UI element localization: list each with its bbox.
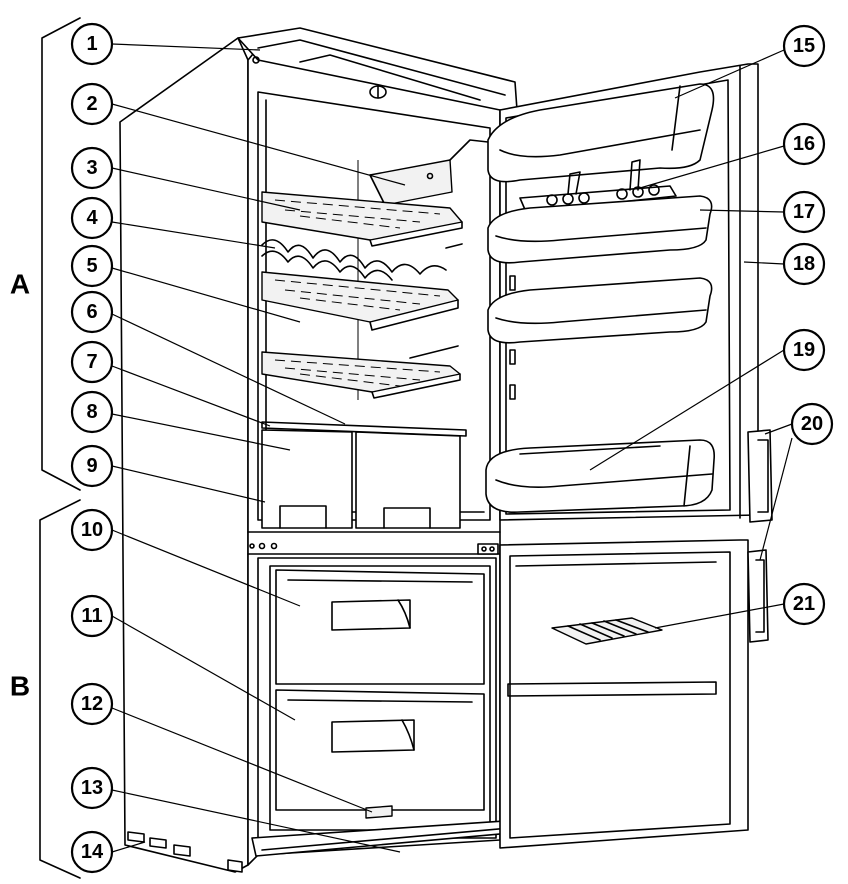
callout-20: 20 (790, 402, 834, 446)
callout-number: 19 (793, 339, 815, 361)
callout-9: 9 (70, 444, 114, 488)
callout-number: 12 (81, 693, 103, 715)
callout-number: 10 (81, 519, 103, 541)
callout-15: 15 (782, 24, 826, 68)
callout-number: 16 (793, 133, 815, 155)
callout-13: 13 (70, 766, 114, 810)
callout-1: 1 (70, 22, 114, 66)
fridge-door (485, 63, 773, 523)
leader-lines (111, 43, 793, 853)
callout-number: 5 (86, 255, 97, 277)
section-label-b: B (10, 671, 30, 702)
callout-number: 20 (801, 413, 823, 435)
callout-number: 8 (86, 401, 97, 423)
callout-8: 8 (70, 390, 114, 434)
callout-number: 15 (793, 35, 815, 57)
callout-number: 3 (86, 157, 97, 179)
callout-number: 6 (86, 301, 97, 323)
callout-12: 12 (70, 682, 114, 726)
fridge-cabinet (119, 27, 523, 873)
callout-number: 2 (86, 93, 97, 115)
callout-10: 10 (70, 508, 114, 552)
callout-4: 4 (70, 196, 114, 240)
callout-number: 11 (81, 605, 102, 627)
callout-number: 13 (81, 777, 103, 799)
callout-2: 2 (70, 82, 114, 126)
callout-number: 18 (793, 253, 815, 275)
section-label-a: A (10, 269, 30, 300)
callout-number: 21 (793, 593, 815, 615)
callout-16: 16 (782, 122, 826, 166)
section-brackets (39, 17, 81, 879)
callout-5: 5 (70, 244, 114, 288)
callout-6: 6 (70, 290, 114, 334)
callout-14: 14 (70, 830, 114, 874)
callout-18: 18 (782, 242, 826, 286)
callout-number: 14 (81, 841, 104, 863)
callout-19: 19 (782, 328, 826, 372)
callout-3: 3 (70, 146, 114, 190)
callout-17: 17 (782, 190, 826, 234)
callout-number: 9 (86, 455, 97, 477)
callout-number: 7 (86, 351, 97, 373)
callout-number: 4 (86, 207, 98, 229)
callout-number: 17 (793, 201, 815, 223)
callout-7: 7 (70, 340, 114, 384)
callout-11: 11 (70, 594, 114, 638)
callout-number: 1 (86, 33, 97, 55)
freezer-door (477, 539, 769, 849)
callout-21: 21 (782, 582, 826, 626)
